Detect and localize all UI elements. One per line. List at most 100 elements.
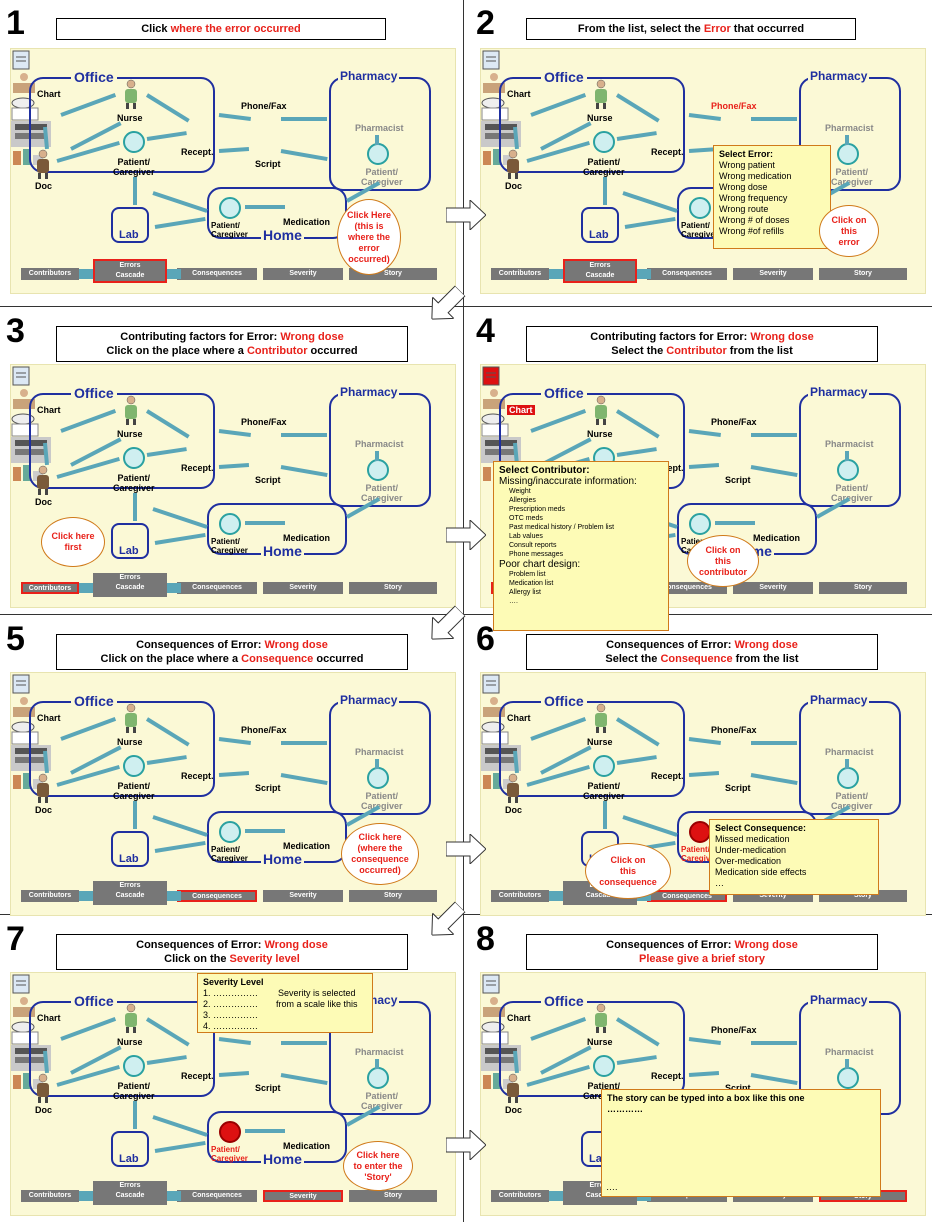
contributor-option[interactable]: Allergies bbox=[509, 497, 536, 504]
story-input[interactable]: The story can be typed into a box like t… bbox=[601, 1089, 881, 1197]
nurse-figure[interactable] bbox=[591, 703, 611, 733]
patient-icon[interactable] bbox=[123, 131, 145, 153]
doc-figure[interactable] bbox=[503, 773, 523, 803]
error-option[interactable]: Wrong medication bbox=[719, 171, 792, 181]
patient-icon[interactable] bbox=[593, 755, 615, 777]
severity-option[interactable]: 1. …………… bbox=[203, 988, 259, 998]
patient-icon[interactable] bbox=[123, 755, 145, 777]
severity-option[interactable]: 2. …………… bbox=[203, 999, 259, 1009]
tab-severity[interactable]: Severity bbox=[263, 890, 343, 902]
script-icon[interactable] bbox=[11, 731, 39, 745]
script-icon[interactable] bbox=[481, 423, 509, 437]
office-box[interactable] bbox=[499, 1001, 685, 1097]
office-box[interactable] bbox=[499, 701, 685, 797]
consequence-option[interactable]: Under-medication bbox=[715, 845, 787, 855]
nurse-figure[interactable] bbox=[121, 395, 141, 425]
lab-box[interactable] bbox=[111, 523, 149, 559]
home-patient-icon[interactable] bbox=[219, 821, 241, 843]
tab-consequences[interactable]: Consequences bbox=[177, 582, 257, 594]
error-option[interactable]: Wrong route bbox=[719, 204, 769, 214]
contributor-option[interactable]: OTC meds bbox=[509, 515, 543, 522]
consequence-option[interactable]: Missed medication bbox=[715, 834, 790, 844]
contributor-option[interactable]: Allergy list bbox=[509, 589, 541, 596]
tab-severity[interactable]: Severity bbox=[733, 582, 813, 594]
home-patient-icon[interactable] bbox=[689, 821, 711, 843]
tab-consequences[interactable]: Consequences bbox=[647, 890, 727, 902]
tab-contributors[interactable]: Contributors bbox=[491, 890, 549, 902]
chart-icon[interactable] bbox=[11, 673, 31, 695]
lab-box[interactable] bbox=[111, 207, 149, 243]
pharmacy-patient-icon[interactable] bbox=[837, 767, 859, 789]
consequence-option[interactable]: Medication side effects bbox=[715, 867, 807, 877]
nurse-figure[interactable] bbox=[591, 79, 611, 109]
chart-icon[interactable] bbox=[481, 973, 501, 995]
tab-severity[interactable]: Severity bbox=[263, 1190, 343, 1202]
pharmacy-patient-icon[interactable] bbox=[367, 143, 389, 165]
tab-severity[interactable]: Severity bbox=[263, 268, 343, 280]
severity-option[interactable]: 3. …………… bbox=[203, 1010, 259, 1020]
receptionist-figure[interactable] bbox=[481, 71, 507, 95]
office-box[interactable] bbox=[499, 77, 685, 173]
doc-figure[interactable] bbox=[33, 465, 53, 495]
chart-icon[interactable] bbox=[481, 673, 501, 695]
receptionist-figure[interactable] bbox=[11, 995, 37, 1019]
tab-severity[interactable]: Severity bbox=[263, 582, 343, 594]
script-icon[interactable] bbox=[11, 1031, 39, 1045]
nurse-figure[interactable] bbox=[121, 79, 141, 109]
error-option[interactable]: Wrong patient bbox=[719, 160, 775, 170]
receptionist-figure[interactable] bbox=[11, 71, 37, 95]
tab-story[interactable]: Story bbox=[349, 1190, 437, 1202]
contributor-option[interactable]: Consult reports bbox=[509, 542, 557, 549]
error-option[interactable]: Wrong # of doses bbox=[719, 215, 790, 225]
tab-contributors[interactable]: Contributors bbox=[21, 268, 79, 280]
office-box[interactable] bbox=[29, 393, 215, 489]
nurse-figure[interactable] bbox=[591, 1003, 611, 1033]
patient-icon[interactable] bbox=[593, 131, 615, 153]
contributor-option[interactable]: Problem list bbox=[509, 571, 546, 578]
receptionist-figure[interactable] bbox=[11, 387, 37, 411]
receptionist-figure[interactable] bbox=[481, 695, 507, 719]
tab-contributors[interactable]: Contributors bbox=[21, 1190, 79, 1202]
pharmacy-patient-icon[interactable] bbox=[837, 1067, 859, 1089]
receptionist-figure[interactable] bbox=[11, 695, 37, 719]
chart-icon[interactable] bbox=[11, 365, 31, 387]
doc-figure[interactable] bbox=[33, 773, 53, 803]
consequence-option[interactable]: Over-medication bbox=[715, 856, 782, 866]
office-box[interactable] bbox=[29, 1001, 215, 1097]
tab-severity[interactable]: Severity bbox=[733, 268, 813, 280]
contributor-option[interactable]: Medication list bbox=[509, 580, 554, 587]
error-option[interactable]: Wrong dose bbox=[719, 182, 768, 192]
tab-contributors[interactable]: Contributors bbox=[491, 1190, 549, 1202]
contributor-option[interactable]: Past medical history / Problem list bbox=[509, 524, 615, 531]
script-icon[interactable] bbox=[11, 423, 39, 437]
home-patient-icon[interactable] bbox=[219, 197, 241, 219]
contributor-select-list[interactable]: Select Contributor:Missing/inaccurate in… bbox=[493, 461, 669, 631]
home-patient-icon[interactable] bbox=[689, 513, 711, 535]
tab-contributors[interactable]: Contributors bbox=[491, 268, 549, 280]
patient-icon[interactable] bbox=[593, 1055, 615, 1077]
pharmacy-patient-icon[interactable] bbox=[837, 459, 859, 481]
patient-icon[interactable] bbox=[123, 1055, 145, 1077]
patient-icon[interactable] bbox=[123, 447, 145, 469]
chart-icon[interactable] bbox=[11, 973, 31, 995]
contributor-option[interactable]: Prescription meds bbox=[509, 506, 566, 513]
contributor-option[interactable]: …. bbox=[509, 598, 518, 605]
home-patient-icon[interactable] bbox=[219, 513, 241, 535]
tab-consequences[interactable]: Consequences bbox=[177, 268, 257, 280]
chart-icon[interactable] bbox=[481, 49, 501, 71]
tab-consequences[interactable]: Consequences bbox=[647, 268, 727, 280]
error-option[interactable]: Wrong #of refills bbox=[719, 226, 784, 236]
nurse-figure[interactable] bbox=[591, 395, 611, 425]
tab-contributors[interactable]: Contributors bbox=[21, 582, 79, 594]
tab-story[interactable]: Story bbox=[349, 890, 437, 902]
